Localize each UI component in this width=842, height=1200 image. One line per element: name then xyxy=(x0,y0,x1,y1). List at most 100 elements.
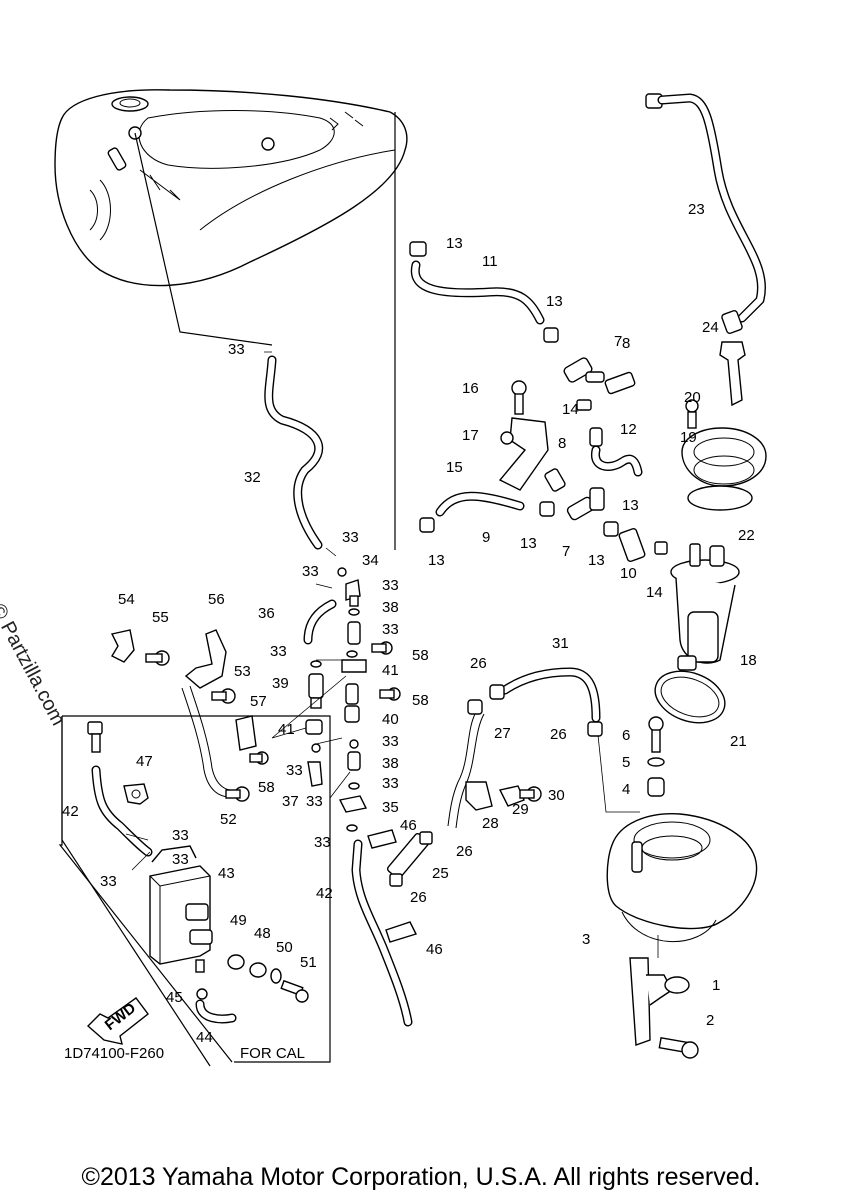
callout-4: 4 xyxy=(622,781,630,798)
callout-24: 24 xyxy=(702,319,719,336)
callout-14b: 14 xyxy=(646,584,663,601)
hose-31 xyxy=(489,667,603,737)
washer-5 xyxy=(647,757,665,767)
hose-42-center xyxy=(351,839,413,1027)
for-cal-box xyxy=(58,715,331,1067)
hose-36 xyxy=(303,599,337,645)
bolt-30 xyxy=(519,786,542,802)
fitting-39 xyxy=(308,660,324,709)
callout-43: 43 xyxy=(218,865,235,882)
for-cal-label: FOR CAL xyxy=(240,1045,305,1062)
callout-17: 17 xyxy=(462,427,479,444)
callout-11: 11 xyxy=(482,253,498,270)
clamp-47 xyxy=(123,783,149,805)
bolt-20 xyxy=(685,399,699,429)
callout-23: 23 xyxy=(688,201,705,218)
callout-9: 9 xyxy=(482,529,490,546)
callout-46a: 46 xyxy=(400,817,417,834)
callout-16: 16 xyxy=(462,380,479,397)
hose-12 xyxy=(589,427,643,477)
bracket-24 xyxy=(719,341,746,407)
callout-53: 53 xyxy=(234,663,251,680)
callout-34: 34 xyxy=(362,552,379,569)
clip-45 xyxy=(196,988,208,1000)
callout-13c: 13 xyxy=(428,552,445,569)
callout-32: 32 xyxy=(244,469,261,486)
callout-8a: 8 xyxy=(622,335,630,352)
callout-26c: 26 xyxy=(456,843,473,860)
callout-13f: 13 xyxy=(622,497,639,514)
callout-40: 40 xyxy=(382,711,399,728)
callout-52: 52 xyxy=(220,811,237,828)
callout-33h: 33 xyxy=(286,762,303,779)
clip-14b xyxy=(654,541,668,555)
callout-labels: 1 2 3 4 5 6 7 7 8 8 9 10 11 12 13 13 13 … xyxy=(62,201,757,1046)
ring-19 xyxy=(681,427,767,487)
callout-33m: 33 xyxy=(172,851,189,868)
bolt-58-mid xyxy=(379,687,401,701)
hose-11 xyxy=(409,241,559,343)
fuel-tank-base-3 xyxy=(606,813,758,942)
damper-4 xyxy=(647,777,665,797)
callout-33i: 33 xyxy=(382,775,399,792)
hose-10 xyxy=(603,521,646,563)
collar-48 xyxy=(249,962,267,978)
callout-54: 54 xyxy=(118,591,135,608)
bolt-55 xyxy=(145,650,170,666)
callout-30: 30 xyxy=(548,787,565,804)
callout-19: 19 xyxy=(680,429,697,446)
tank-leader-frame xyxy=(134,112,396,550)
callout-26b: 26 xyxy=(550,726,567,743)
bolt-58-left xyxy=(249,751,269,765)
washer-50 xyxy=(270,968,282,984)
bracket-54 xyxy=(110,629,135,663)
callout-33b: 33 xyxy=(342,529,359,546)
callout-12: 12 xyxy=(620,421,637,438)
callout-13a: 13 xyxy=(446,235,463,252)
callout-46b: 46 xyxy=(426,941,443,958)
tube-25 xyxy=(386,831,433,887)
tube-37 xyxy=(307,761,323,787)
callout-29: 29 xyxy=(512,801,529,818)
injector-lower xyxy=(544,468,605,521)
hose-32 xyxy=(264,355,324,550)
callout-18: 18 xyxy=(740,652,757,669)
center-fittings xyxy=(337,567,368,832)
fuel-tank xyxy=(54,89,408,287)
callout-42b: 42 xyxy=(316,885,333,902)
grommet-49 xyxy=(227,954,245,970)
callout-33j: 33 xyxy=(306,793,323,810)
clip-14a xyxy=(576,399,592,411)
callout-33e: 33 xyxy=(382,621,399,638)
bolt-2 xyxy=(658,1037,699,1059)
callout-10: 10 xyxy=(620,565,637,582)
callout-1: 1 xyxy=(712,977,720,994)
hose-44 xyxy=(195,999,237,1024)
callout-27: 27 xyxy=(494,725,511,742)
callout-28: 28 xyxy=(482,815,499,832)
callout-33a: 33 xyxy=(228,341,245,358)
hose-9 xyxy=(419,491,555,533)
callout-33f: 33 xyxy=(270,643,287,660)
callout-33n: 33 xyxy=(100,873,117,890)
clip-46a xyxy=(367,829,397,849)
callout-31: 31 xyxy=(552,635,569,652)
callout-57: 57 xyxy=(250,693,267,710)
callout-5: 5 xyxy=(622,754,630,771)
callout-13d: 13 xyxy=(520,535,537,552)
o-ring-21 xyxy=(654,670,726,724)
bracket-15 xyxy=(498,380,549,491)
callout-2: 2 xyxy=(706,1012,714,1029)
fitting-41 xyxy=(305,719,323,753)
callout-36: 36 xyxy=(258,605,275,622)
callout-25: 25 xyxy=(432,865,449,882)
callout-33k: 33 xyxy=(314,834,331,851)
callout-33g: 33 xyxy=(382,733,399,750)
injector-upper xyxy=(563,357,636,395)
callout-38b: 38 xyxy=(382,755,399,772)
callout-58c: 58 xyxy=(258,779,275,796)
bracket-56 xyxy=(181,629,239,798)
callout-58a: 58 xyxy=(412,647,429,664)
clamp-28 xyxy=(465,781,493,811)
